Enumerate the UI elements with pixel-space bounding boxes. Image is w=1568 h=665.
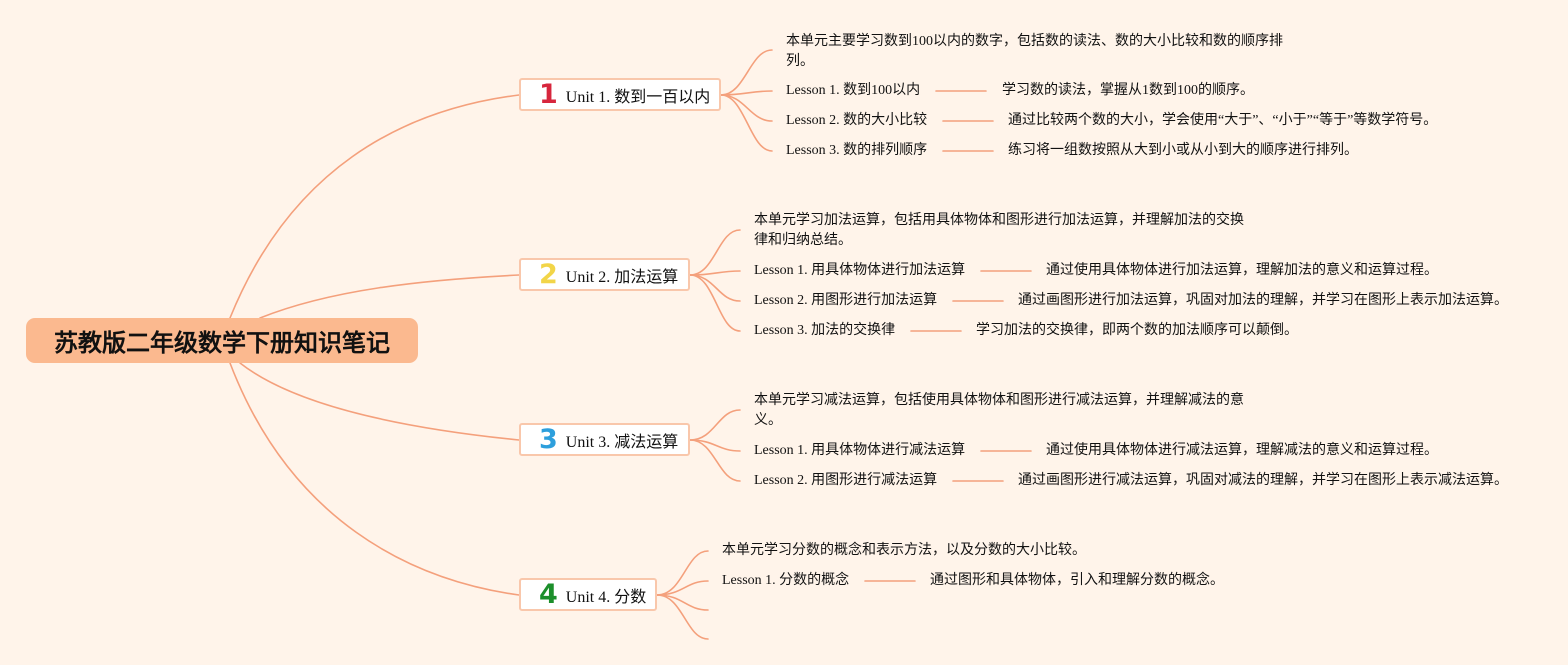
link-unit-1-lesson-3 — [720, 94, 773, 152]
unit-3-lesson-1-label[interactable]: Lesson 1. 用具体物体进行减法运算 — [754, 443, 966, 458]
unit-2-lesson-3-label[interactable]: Lesson 3. 加法的交换律 — [754, 323, 896, 338]
unit-1-lesson-1-desc[interactable]: 学习数的读法，掌握从1数到100的顺序。 — [1002, 83, 1254, 98]
link-unit-2-summary — [689, 229, 741, 276]
unit-3-summary[interactable]: 本单元学习减法运算，包括使用具体物体和图形进行减法运算，并理解减法的意义。 — [754, 393, 1244, 428]
unit-3-lesson-2-label[interactable]: Lesson 2. 用图形进行减法运算 — [754, 473, 938, 488]
unit-4-label: Unit 4. 分数 — [565, 588, 647, 606]
unit-1-node[interactable]: 1 Unit 1. 数到一百以内 — [519, 78, 721, 111]
unit-2-node[interactable]: 2 Unit 2. 加法运算 — [519, 258, 690, 291]
unit-3-lesson-1-desc[interactable]: 通过使用具体物体进行减法运算，理解减法的意义和运算过程。 — [1046, 443, 1438, 458]
root-title: 苏教版二年级数学下册知识笔记 — [54, 329, 390, 357]
link-unit-1-lesson-2 — [720, 94, 773, 122]
unit-4-summary[interactable]: 本单元学习分数的概念和表示方法，以及分数的大小比较。 — [722, 543, 1086, 558]
unit-2-lesson-1-label[interactable]: Lesson 1. 用具体物体进行加法运算 — [754, 263, 966, 278]
unit-3-node[interactable]: 3 Unit 3. 减法运算 — [519, 423, 690, 456]
unit-1-lesson-3-label[interactable]: Lesson 3. 数的排列顺序 — [786, 143, 928, 158]
number-1-icon: 1 — [539, 79, 558, 110]
unit-1-lesson-2-desc[interactable]: 通过比较两个数的大小，学会使用“大于”、“小于”“等于”等数学符号。 — [1008, 113, 1438, 128]
unit-3-label: Unit 3. 减法运算 — [565, 433, 679, 451]
unit-4-lesson-1-label[interactable]: Lesson 1. 分数的概念 — [722, 573, 850, 588]
unit-2-lesson-2-label[interactable]: Lesson 2. 用图形进行加法运算 — [754, 293, 938, 308]
link-root-unit-3 — [239, 362, 520, 441]
link-root-unit-2 — [259, 274, 520, 319]
number-3-icon: 3 — [539, 424, 558, 455]
unit-4-lesson-1-desc[interactable]: 通过图形和具体物体，引入和理解分数的概念。 — [930, 573, 1224, 588]
unit-4-node[interactable]: 4 Unit 4. 分数 — [519, 578, 657, 611]
unit-2-lesson-2-desc[interactable]: 通过画图形进行加法运算，巩固对加法的理解，并学习在图形上表示加法运算。 — [1018, 293, 1508, 308]
number-4-icon: 4 — [539, 579, 558, 610]
unit-2-summary[interactable]: 本单元学习加法运算，包括用具体物体和图形进行加法运算，并理解加法的交换律和归纳总… — [754, 213, 1244, 248]
link-unit-2-lesson-3 — [689, 274, 741, 332]
link-unit-3-summary — [689, 409, 741, 441]
unit-1-lesson-2-label[interactable]: Lesson 2. 数的大小比较 — [786, 113, 928, 128]
link-unit-4-empty-branch-2 — [656, 594, 709, 640]
link-unit-4-summary — [656, 550, 709, 596]
link-unit-2-lesson-2 — [689, 274, 741, 302]
unit-1-lesson-3-desc[interactable]: 练习将一组数按照从大到小或从小到大的顺序进行排列。 — [1008, 143, 1358, 158]
link-root-unit-4 — [229, 362, 520, 596]
link-unit-1-summary — [720, 49, 773, 96]
unit-2-lesson-1-desc[interactable]: 通过使用具体物体进行加法运算，理解加法的意义和运算过程。 — [1046, 263, 1438, 278]
number-2-icon: 2 — [539, 259, 558, 290]
unit-1-label: Unit 1. 数到一百以内 — [565, 88, 711, 106]
link-unit-3-lesson-2 — [689, 439, 741, 482]
unit-1-summary[interactable]: 本单元主要学习数到100以内的数字，包括数的读法、数的大小比较和数的顺序排列。 — [786, 34, 1283, 69]
root-topic[interactable]: 苏教版二年级数学下册知识笔记 — [26, 318, 418, 363]
unit-1-lesson-1-label[interactable]: Lesson 1. 数到100以内 — [786, 83, 921, 98]
unit-2-lesson-3-desc[interactable]: 学习加法的交换律，即两个数的加法顺序可以颠倒。 — [976, 323, 1298, 338]
unit-3-lesson-2-desc[interactable]: 通过画图形进行减法运算，巩固对减法的理解，并学习在图形上表示减法运算。 — [1018, 473, 1508, 488]
unit-2-label: Unit 2. 加法运算 — [565, 268, 679, 286]
link-root-unit-1 — [229, 94, 520, 319]
